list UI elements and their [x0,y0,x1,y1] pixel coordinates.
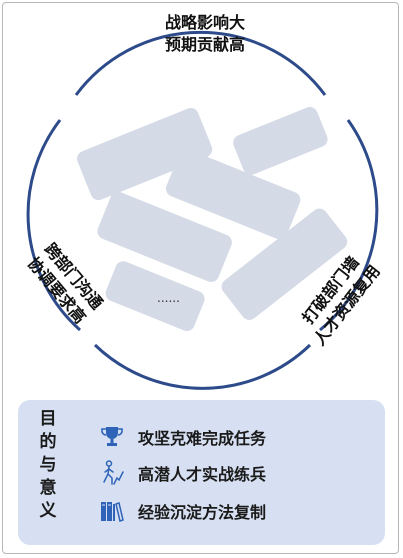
books-icon [98,497,126,525]
trophy-icon [98,423,126,451]
center-text: ...... [157,291,180,305]
card-1 [77,108,213,201]
purpose-item-2: 高潜人才实战练兵 [98,458,266,488]
arc-bottom [93,343,312,390]
card-5 [221,208,348,320]
walking-person-icon [98,459,126,487]
purpose-title: 目 的 与 意 义 [34,408,62,523]
card-4 [97,191,232,282]
card-3 [165,149,301,240]
purpose-item-1: 攻坚克难完成任务 [98,422,266,452]
arc-right [319,119,379,332]
purpose-item-label: 攻坚克难完成任务 [138,429,267,448]
purpose-item-label: 经验沉淀方法复制 [138,503,267,522]
arc-left [26,119,81,332]
card-2 [233,107,328,175]
cycle-diagram: ...... 跨部门沟通 协调要求高 打破部门墙 人才资源复用 [24,30,384,390]
purpose-title-char: 义 [39,501,57,521]
top-label-line1: 战略影响大 [164,13,245,32]
purpose-panel: 目 的 与 意 义 攻坚克难完成任务 高潜人才实战练兵 [18,400,385,545]
purpose-item-label: 高潜人才实战练兵 [138,465,267,484]
arc-top [74,30,327,96]
purpose-item-3: 经验沉淀方法复制 [98,496,266,526]
purpose-title-char: 意 [39,478,57,498]
purpose-title-char: 与 [39,455,57,475]
card-6 [105,261,205,331]
top-label-line2: 预期贡献高 [164,35,245,54]
purpose-title-char: 目 [39,409,57,429]
purpose-title-char: 的 [39,432,57,452]
top-label: 战略影响大 预期贡献高 [140,12,270,56]
